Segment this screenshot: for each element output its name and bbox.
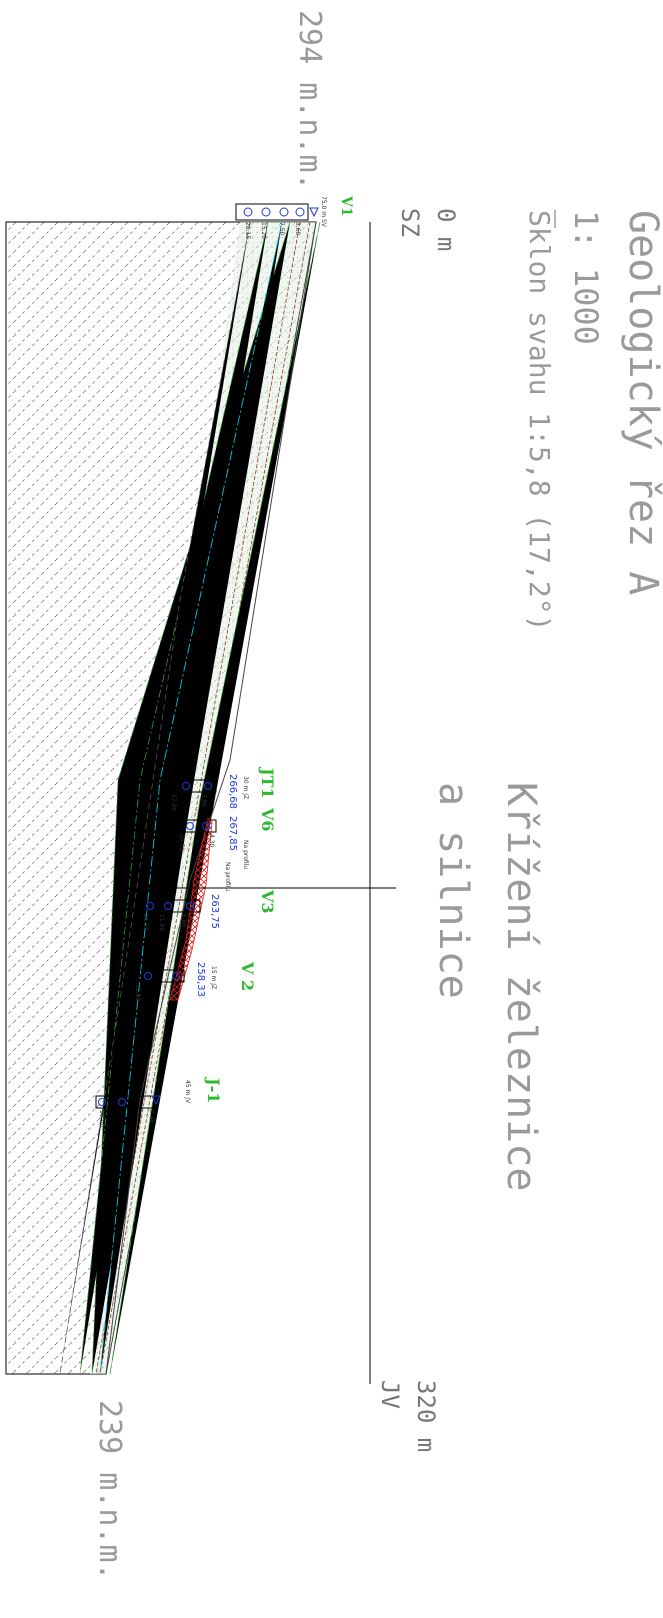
borehole-offset: 75,0 m SV <box>320 196 327 228</box>
borehole-log <box>183 819 217 833</box>
crossing-label-2: a silnice <box>430 782 476 999</box>
marker-icon <box>204 782 212 790</box>
slope-label: Sklon svahu 1:5,8 (17,2°) <box>523 210 556 631</box>
borehole-v3: V3 Na profilu 263,75 6,85 11,80 21,50 <box>141 862 277 931</box>
borehole-name: V 2 <box>238 961 257 991</box>
marker-icon <box>118 1098 126 1106</box>
depth-label: 4,40 <box>168 984 175 998</box>
borehole-log <box>235 203 309 221</box>
depth-label: 12,50 <box>134 984 141 1001</box>
distance-start: 0 m <box>432 208 460 251</box>
depth-label: 4,30 <box>208 834 215 848</box>
borehole-j1: J-1 45 m JV 0,40 16,00 <box>95 1076 223 1127</box>
depth-label: 21,50 <box>142 914 149 931</box>
depth-label: 16,00 <box>98 1110 105 1127</box>
water-level-icon <box>151 1095 161 1106</box>
borehole-name: JT1 <box>258 766 277 799</box>
depth-label: 17,00 <box>170 794 177 811</box>
marker-icon <box>144 972 152 980</box>
depth-label: 7,50 <box>278 222 285 236</box>
borehole-log <box>95 1095 159 1109</box>
borehole-offset: 15 m JZ <box>210 966 217 989</box>
title-block: Geologický řez A 1: 1000 Sklon svahu 1:5… <box>430 210 663 1191</box>
borehole-log <box>135 969 185 983</box>
borehole-offset: 30 m JZ <box>242 776 249 799</box>
borehole-name: V1 <box>338 195 354 217</box>
direction-end: JV <box>376 1380 404 1409</box>
borehole-jt1: JT1 30 m JZ 266,68 3,90 17,00 <box>170 766 277 811</box>
borehole-v1: V1 75,0 m SV 3,60 7,50 15,20 20,15 <box>235 195 354 239</box>
depth-label: 11,80 <box>158 914 165 931</box>
borehole-v6: V6 Na profilu 267,85 4,30 10,70 <box>178 807 277 869</box>
borehole-offset: 45 m JV <box>184 1080 191 1104</box>
marker-icon <box>202 822 210 830</box>
elevation-top: 294 m.n.m. <box>292 10 327 191</box>
direction-start: SZ <box>396 208 424 237</box>
marker-icon <box>186 822 194 830</box>
marker-icon <box>172 972 180 980</box>
borehole-offset: Na profilu <box>224 862 231 891</box>
borehole-log <box>141 899 201 913</box>
marker-icon <box>98 1098 106 1106</box>
borehole-log <box>175 779 217 793</box>
depth-label: 3,60 <box>294 222 301 236</box>
elevation-bottom: 239 m.n.m. <box>92 1400 127 1581</box>
water-level-icon <box>309 207 319 218</box>
borehole-offset: Na profilu <box>242 840 249 869</box>
crossing-label-1: Křížení železnice <box>498 782 544 1191</box>
marker-icon <box>164 902 172 910</box>
borehole-elevation: 267,85 <box>227 816 238 851</box>
depth-label: 0,40 <box>148 1110 155 1124</box>
borehole-elevation: 258,33 <box>195 962 206 997</box>
borehole-name: V3 <box>258 889 277 914</box>
marker-icon <box>182 782 190 790</box>
borehole-name: J-1 <box>204 1076 223 1103</box>
depth-label: 6,85 <box>180 914 187 928</box>
borehole-elevation: 263,75 <box>209 894 220 929</box>
depth-label: 20,15 <box>244 222 251 239</box>
depth-label: 15,20 <box>260 222 267 239</box>
distance-end: 320 m <box>412 1380 440 1452</box>
borehole-elevation: 266,68 <box>227 774 238 809</box>
marker-icon <box>243 207 305 217</box>
depth-label: 10,70 <box>178 834 185 851</box>
marker-icon <box>146 902 154 910</box>
borehole-v2: V 2 15 m JZ 258,33 4,40 12,50 <box>134 961 257 1001</box>
depth-label: 3,90 <box>200 794 207 808</box>
borehole-name: V6 <box>258 807 277 832</box>
scale-label: 1: 1000 <box>567 210 605 345</box>
marker-icon <box>186 902 194 910</box>
section-title: Geologický řez A <box>620 210 663 595</box>
profile-body <box>5 221 321 1375</box>
